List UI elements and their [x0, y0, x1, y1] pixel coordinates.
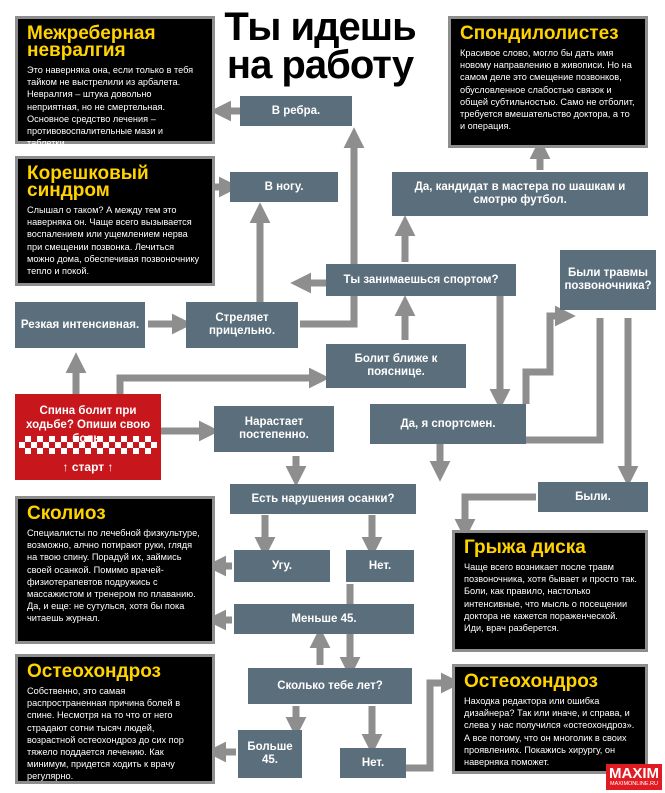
box-title: Остеохондроз — [27, 661, 161, 682]
node-da-sportsmen: Да, я спортсмен. — [370, 404, 526, 444]
box-osteo-left: Остеохондроз Собственно, это самая распр… — [15, 654, 215, 784]
page-title: Ты идешь на работу — [224, 5, 416, 87]
arrow-sportsmen-travmy — [522, 305, 576, 404]
box-text: Чаще всего возникает после травм позвоно… — [464, 562, 637, 634]
box-spondilolistez: Спондилолистез Красивое слово, могло бы … — [448, 16, 648, 148]
node-strelyaet: Стреляет прицельно. — [186, 302, 298, 348]
node-net-2: Нет. — [340, 748, 406, 778]
node-kandidat: Да, кандидат в мастера по шашкам и смотр… — [392, 172, 648, 216]
arrow-net2-osteo2 — [406, 672, 462, 772]
box-nevralgia: Межреберная невралгия Это наверняка она,… — [15, 16, 215, 148]
box-text: Находка редактора или ошибка дизайнера? … — [464, 696, 635, 768]
node-osanka-question: Есть нарушения осанки? — [230, 484, 416, 514]
node-narastaet: Нарастает постепенно. — [214, 406, 334, 452]
node-byli: Были. — [538, 482, 648, 512]
box-title: Грыжа диска — [464, 537, 586, 558]
checkered-stripe — [19, 436, 157, 454]
node-bolit-blizhe: Болит ближе к пояснице. — [326, 344, 466, 388]
node-bolshe-45: Больше 45. — [238, 730, 302, 778]
box-text: Красивое слово, могло бы дать имя новому… — [460, 48, 635, 132]
box-text: Специалисты по лечебной физкультуре, воз… — [27, 528, 200, 624]
box-skolioz: Сколиоз Специалисты по лечебной физкульт… — [15, 496, 215, 644]
maxim-logo: MAXIM MAXIMONLINE.RU — [606, 764, 662, 790]
node-sport-question: Ты занимаешься спортом? — [326, 264, 516, 296]
arrow-strelyaet-rebra — [300, 127, 365, 328]
arrow-byli-gryzha — [454, 493, 536, 540]
node-v-rebra: В ребра. — [240, 96, 352, 126]
box-title: Межреберная невралгия — [27, 23, 156, 61]
start-label: ↑ старт ↑ — [62, 460, 114, 474]
node-travmy-question: Были травмы позвоночника? — [560, 250, 656, 310]
box-text: Собственно, это самая распространенная п… — [27, 686, 184, 782]
logo-site: MAXIMONLINE.RU — [610, 781, 658, 787]
arrow-start-bolit — [116, 367, 330, 394]
start-block: Спина болит при ходьбе? Опиши свою боль.… — [15, 394, 161, 480]
box-osteo-right: Остеохондроз Находка редактора или ошибк… — [452, 664, 648, 774]
box-title: Сколиоз — [27, 503, 106, 524]
node-net-1: Нет. — [346, 550, 414, 582]
box-title: Спондилолистез — [460, 23, 619, 44]
box-koreshkovy: Корешковый синдром Слышал о таком? А меж… — [15, 156, 215, 286]
box-title: Остеохондроз — [464, 671, 598, 692]
box-text: Это наверняка она, если только в тебя та… — [27, 65, 194, 149]
node-ugu: Угу. — [234, 550, 330, 582]
box-gryzha: Грыжа диска Чаще всего возникает после т… — [452, 530, 648, 652]
arrow-travmy-down — [429, 318, 604, 482]
node-v-nogu: В ногу. — [230, 172, 338, 202]
node-vozrast-question: Сколько тебе лет? — [248, 668, 412, 704]
box-title: Корешковый синдром — [27, 163, 149, 201]
node-rezkaya: Резкая интенсивная. — [15, 302, 145, 348]
logo-brand: MAXIM — [609, 765, 659, 782]
node-menshe-45: Меньше 45. — [234, 604, 414, 634]
box-text: Слышал о таком? А между тем это наверняк… — [27, 205, 200, 277]
